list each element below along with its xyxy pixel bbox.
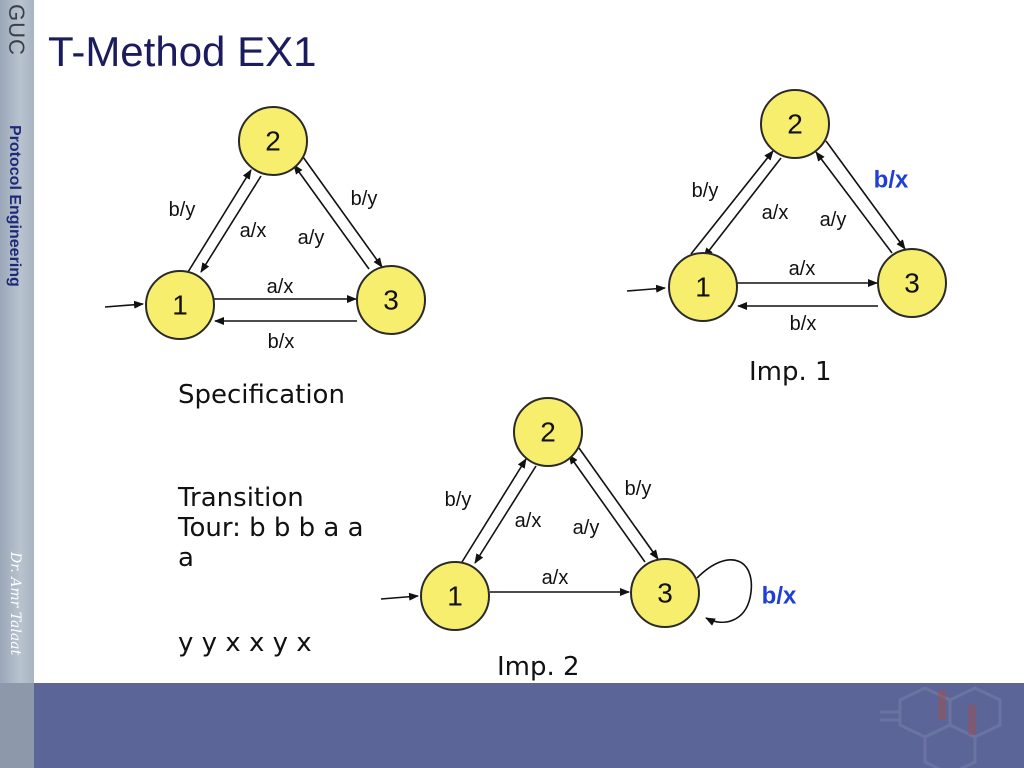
label-2-3-highlighted: b/x [874,167,909,194]
output-sequence-text: y y x x y x [178,628,312,658]
label-2-3: b/y [351,188,378,210]
transition-tour-text: Transition Tour: b b b a a a [178,483,364,573]
start-arrow [626,284,666,293]
edge-3-2 [815,151,893,254]
label-2-3: b/y [625,478,652,500]
svg-text:2: 2 [787,109,803,140]
imp1-label: Imp. 1 [749,357,832,387]
label-1-2: b/y [169,199,196,221]
edge-1-2 [461,458,527,563]
course-title: Protocol Engineering [6,125,23,287]
slide-title: T-Method EX1 [48,28,317,75]
edge-2-1 [474,465,537,564]
label-2-1: a/x [240,220,267,242]
label-2-1: a/x [515,510,542,532]
label-1-3: a/x [542,567,569,589]
specification-label: Specification [178,380,345,410]
imp2-label: Imp. 2 [497,652,580,682]
state-1: 1 [668,252,738,322]
svg-text:1: 1 [695,272,711,303]
state-3: 3 [877,248,947,318]
edge-2-3 [578,447,659,560]
edge-2-1 [703,157,782,258]
svg-text:1: 1 [172,290,188,321]
edge-2-1 [200,175,262,273]
state-3: 3 [356,265,426,335]
state-2: 2 [513,397,583,467]
label-3-1: b/x [268,331,295,353]
svg-text:1: 1 [447,581,463,612]
state-2: 2 [238,106,308,176]
edge-2-3 [825,140,906,250]
state-1: 1 [145,270,215,340]
state-1: 1 [420,561,490,631]
start-arrow [104,300,144,309]
edge-1-2 [187,169,252,273]
label-3-2: a/y [298,227,325,249]
edge-1-2 [690,150,774,255]
label-1-2: b/y [692,180,719,202]
label-1-2: b/y [445,489,472,511]
svg-text:2: 2 [265,126,281,157]
sidebar [0,0,34,768]
edge-3-2 [293,164,370,270]
label-2-1: a/x [762,202,789,224]
label-3-2: a/y [573,517,600,539]
label-3-1: b/x [790,313,817,335]
state-3: 3 [630,558,700,628]
edge-2-3 [302,156,383,268]
svg-text:3: 3 [904,268,920,299]
logo: GUC [4,4,29,56]
footer-band [34,683,1024,768]
sidebar-footer [0,683,34,768]
svg-text:3: 3 [657,578,673,609]
label-1-3: a/x [789,258,816,280]
author-name: Dr. Amr Talaat [7,552,23,656]
label-self-loop-highlighted: b/x [762,583,797,610]
edge-3-2 [568,454,646,563]
start-arrow [380,592,419,601]
self-loop-3 [696,559,753,626]
label-1-3: a/x [267,276,294,298]
svg-text:2: 2 [540,417,556,448]
svg-text:3: 3 [383,285,399,316]
label-3-2: a/y [820,209,847,231]
state-2: 2 [760,89,830,159]
